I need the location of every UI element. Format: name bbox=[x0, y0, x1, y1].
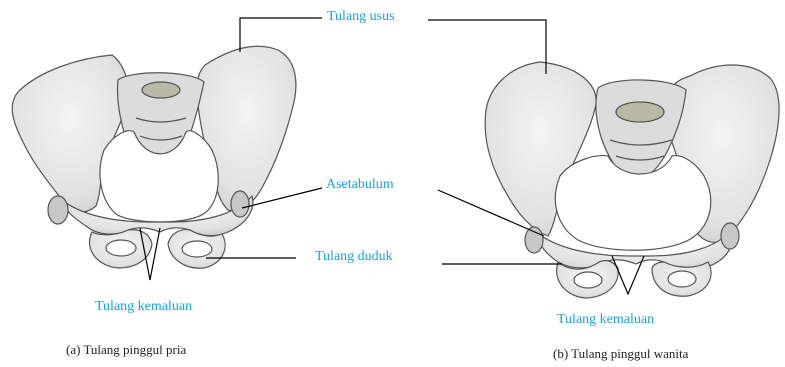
caption-male: (a) Tulang pinggul pria bbox=[66, 342, 186, 358]
female-pelvis-drawing bbox=[485, 62, 779, 298]
female-acetabulum bbox=[525, 227, 543, 253]
label-tulang-kemaluan-female: Tulang kemaluan bbox=[557, 312, 654, 328]
label-tulang-kemaluan-male: Tulang kemaluan bbox=[95, 299, 192, 315]
label-tulang-usus: Tulang usus bbox=[327, 9, 395, 25]
male-vertebra-disc bbox=[142, 82, 180, 98]
male-pelvis-drawing bbox=[12, 46, 296, 268]
label-tulang-duduk: Tulang duduk bbox=[315, 249, 393, 265]
female-vertebra-disc bbox=[616, 102, 664, 122]
caption-female: (b) Tulang pinggul wanita bbox=[553, 346, 688, 362]
male-acetabulum bbox=[48, 196, 68, 224]
label-asetabulum: Asetabulum bbox=[326, 177, 394, 193]
